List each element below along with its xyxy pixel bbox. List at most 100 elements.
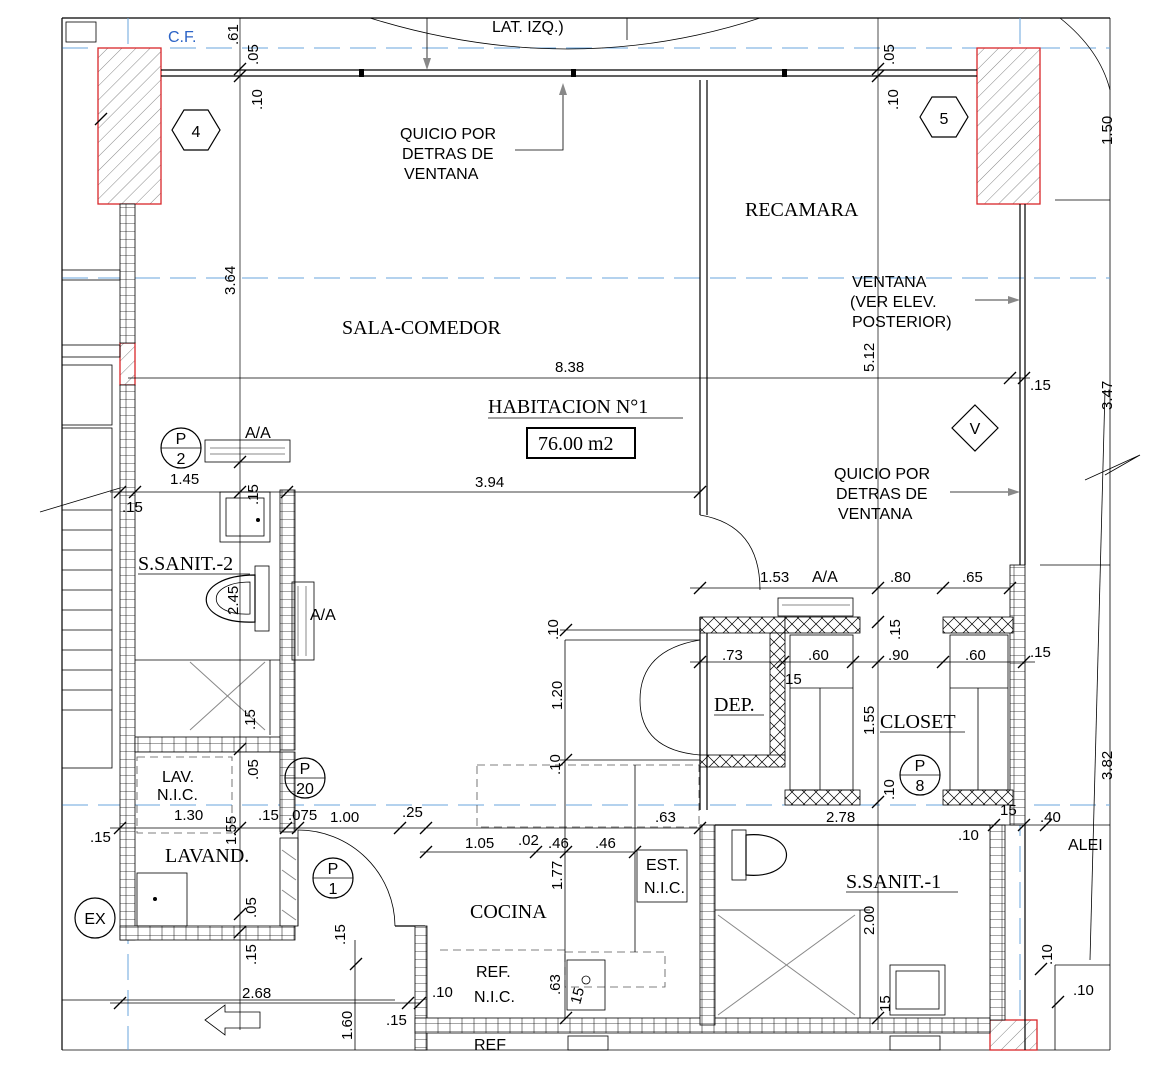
- room-lavand: LAVAND.: [165, 845, 249, 867]
- svg-text:.15: .15: [332, 924, 349, 945]
- svg-text:.46: .46: [548, 835, 569, 852]
- svg-text:.05: .05: [245, 759, 262, 780]
- svg-text:P: P: [300, 761, 311, 778]
- svg-text:.10: .10: [885, 89, 902, 110]
- grid-marker-label: 4: [192, 124, 201, 141]
- svg-text:LAV.: LAV.: [162, 769, 194, 786]
- svg-text:.05: .05: [881, 44, 898, 65]
- svg-text:.10: .10: [249, 89, 266, 110]
- svg-text:A/A: A/A: [310, 607, 336, 624]
- svg-text:.10: .10: [432, 984, 453, 1001]
- door-tag-p2: P 2: [160, 427, 202, 469]
- svg-text:.40: .40: [1040, 809, 1061, 826]
- svg-text:20: 20: [296, 781, 314, 798]
- svg-text:.46: .46: [595, 835, 616, 852]
- svg-text:N.I.C.: N.I.C.: [474, 989, 515, 1006]
- svg-text:15: 15: [785, 671, 802, 688]
- svg-text:.15: .15: [90, 829, 111, 846]
- svg-text:3.64: 3.64: [222, 266, 239, 295]
- svg-text:3.47: 3.47: [1099, 381, 1116, 410]
- svg-text:.10: .10: [1039, 944, 1056, 965]
- drawing-frame: [61, 17, 1111, 1051]
- svg-text:2.78: 2.78: [826, 809, 855, 826]
- svg-text:3.94: 3.94: [475, 474, 504, 491]
- svg-text:.61: .61: [225, 24, 242, 45]
- svg-text:15: 15: [1000, 802, 1017, 819]
- area-box: [526, 427, 636, 459]
- room-closet: CLOSET: [880, 711, 956, 733]
- exit-arrow-icon: [204, 1004, 261, 1036]
- svg-text:1.60: 1.60: [339, 1011, 356, 1040]
- svg-text:1.50: 1.50: [1099, 116, 1116, 145]
- left-wall-upper: [119, 203, 136, 344]
- room-s-sanit-2: S.SANIT.-2: [138, 553, 233, 575]
- grid-marker-4: 4: [171, 109, 221, 151]
- svg-text:15: 15: [877, 995, 894, 1012]
- svg-text:2.00: 2.00: [861, 906, 878, 935]
- svg-text:1.55: 1.55: [861, 706, 878, 735]
- grid-marker-5: 5: [919, 96, 969, 138]
- svg-text:.10: .10: [1073, 982, 1094, 999]
- svg-text:REF.: REF.: [476, 964, 511, 981]
- svg-text:A/A: A/A: [812, 569, 838, 586]
- svg-text:1.53: 1.53: [760, 569, 789, 586]
- grid-marker-label: 5: [940, 111, 949, 128]
- right-wall: [989, 199, 1141, 1050]
- svg-text:VENTANA: VENTANA: [404, 166, 479, 183]
- svg-text:ALEI: ALEI: [1068, 837, 1103, 854]
- svg-text:.15: .15: [245, 484, 262, 505]
- svg-text:DETRAS DE: DETRAS DE: [402, 146, 494, 163]
- svg-text:REF: REF: [474, 1037, 506, 1054]
- svg-text:.63: .63: [547, 974, 564, 995]
- dimension-lines: [110, 18, 1110, 1030]
- svg-text:P: P: [328, 861, 339, 878]
- top-fragment-label: LAT. IZQ.): [492, 19, 564, 36]
- svg-text:.73: .73: [722, 647, 743, 664]
- column-right: [976, 47, 1041, 205]
- svg-text:.15: .15: [887, 619, 904, 640]
- svg-text:.15: .15: [122, 499, 143, 516]
- svg-text:.15: .15: [1030, 644, 1051, 661]
- svg-text:.15: .15: [1030, 377, 1051, 394]
- svg-text:.60: .60: [808, 647, 829, 664]
- svg-text:EST.: EST.: [646, 857, 680, 874]
- svg-text:2.45: 2.45: [225, 586, 242, 615]
- recamara-door-swing: [699, 514, 761, 591]
- column-small: [119, 342, 136, 386]
- svg-text:(VER ELEV.: (VER ELEV.: [850, 294, 937, 311]
- sanit1: [699, 824, 990, 1051]
- top-arc: [369, 17, 761, 50]
- laundry-bottom-wall: [119, 925, 296, 941]
- svg-text:1.30: 1.30: [174, 807, 203, 824]
- door-tag-p1: P 1: [312, 857, 354, 899]
- svg-text:P: P: [176, 431, 187, 448]
- svg-text:8.38: 8.38: [555, 359, 584, 376]
- svg-text:1.05: 1.05: [465, 835, 494, 852]
- svg-text:.10: .10: [545, 619, 562, 640]
- room-dep: DEP.: [714, 694, 755, 716]
- svg-text:P: P: [915, 758, 926, 775]
- svg-text:N.I.C.: N.I.C.: [644, 880, 685, 897]
- laundry-area: [136, 751, 396, 927]
- svg-text:.90: .90: [888, 647, 909, 664]
- cf-label: C.F.: [168, 29, 196, 46]
- dimension-ticks: [94, 62, 1065, 1025]
- svg-text:.60: .60: [965, 647, 986, 664]
- v-marker: V: [951, 404, 999, 452]
- svg-text:.80: .80: [890, 569, 911, 586]
- svg-text:N.I.C.: N.I.C.: [157, 787, 198, 804]
- door-tag-p20: P 20: [284, 757, 326, 799]
- svg-text:1.77: 1.77: [549, 861, 566, 890]
- room-s-sanit-1: S.SANIT.-1: [846, 871, 941, 893]
- door-tag-p8: P 8: [899, 754, 941, 796]
- svg-text:2.68: 2.68: [242, 985, 271, 1002]
- svg-text:QUICIO POR: QUICIO POR: [400, 126, 496, 143]
- v-marker-label: V: [970, 421, 981, 438]
- svg-text:.15: .15: [242, 709, 259, 730]
- svg-text:1.55: 1.55: [223, 816, 240, 845]
- exterior-tag-ex: EX: [74, 897, 116, 939]
- svg-text:3.82: 3.82: [1099, 751, 1116, 780]
- svg-text:DETRAS DE: DETRAS DE: [836, 486, 928, 503]
